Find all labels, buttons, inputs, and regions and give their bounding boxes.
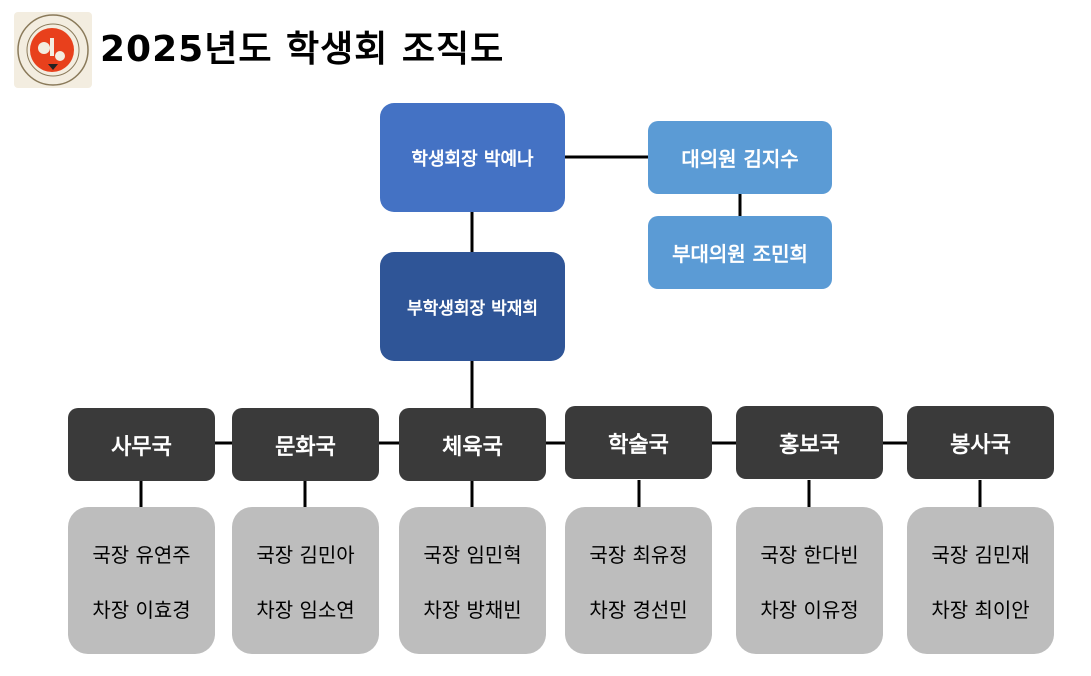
department-deputy: 차장 이효경	[92, 597, 191, 622]
department-deputy: 차장 경선민	[589, 597, 688, 622]
department-head: 국장 임민혁	[423, 542, 522, 567]
university-seal-icon	[17, 14, 89, 86]
department-head: 국장 최유정	[589, 542, 688, 567]
department-members: 국장 임민혁 차장 방채빈	[399, 507, 546, 654]
council-vice-chair-box: 부대의원 조민희	[648, 216, 832, 289]
council-chair-box: 대의원 김지수	[648, 121, 832, 194]
department-members: 국장 김민재 차장 최이안	[907, 507, 1054, 654]
department-head: 국장 김민아	[256, 542, 355, 567]
department-box: 홍보국	[736, 406, 883, 479]
department-head: 국장 김민재	[931, 542, 1030, 567]
vice-president-box: 부학생회장 박재희	[380, 252, 565, 361]
department-deputy: 차장 임소연	[256, 597, 355, 622]
department-head: 국장 한다빈	[760, 542, 859, 567]
department-box: 학술국	[565, 406, 712, 479]
department-box: 문화국	[232, 408, 379, 481]
department-deputy: 차장 최이안	[931, 597, 1030, 622]
department-members: 국장 김민아 차장 임소연	[232, 507, 379, 654]
department-members: 국장 유연주 차장 이효경	[68, 507, 215, 654]
department-members: 국장 최유정 차장 경선민	[565, 507, 712, 654]
department-box: 체육국	[399, 408, 546, 481]
department-head: 국장 유연주	[92, 542, 191, 567]
university-logo	[14, 12, 92, 88]
department-members: 국장 한다빈 차장 이유정	[736, 507, 883, 654]
department-deputy: 차장 이유정	[760, 597, 859, 622]
president-box: 학생회장 박예나	[380, 103, 565, 212]
department-box: 봉사국	[907, 406, 1054, 479]
department-deputy: 차장 방채빈	[423, 597, 522, 622]
department-box: 사무국	[68, 408, 215, 481]
page-title: 2025년도 학생회 조직도	[100, 29, 505, 70]
